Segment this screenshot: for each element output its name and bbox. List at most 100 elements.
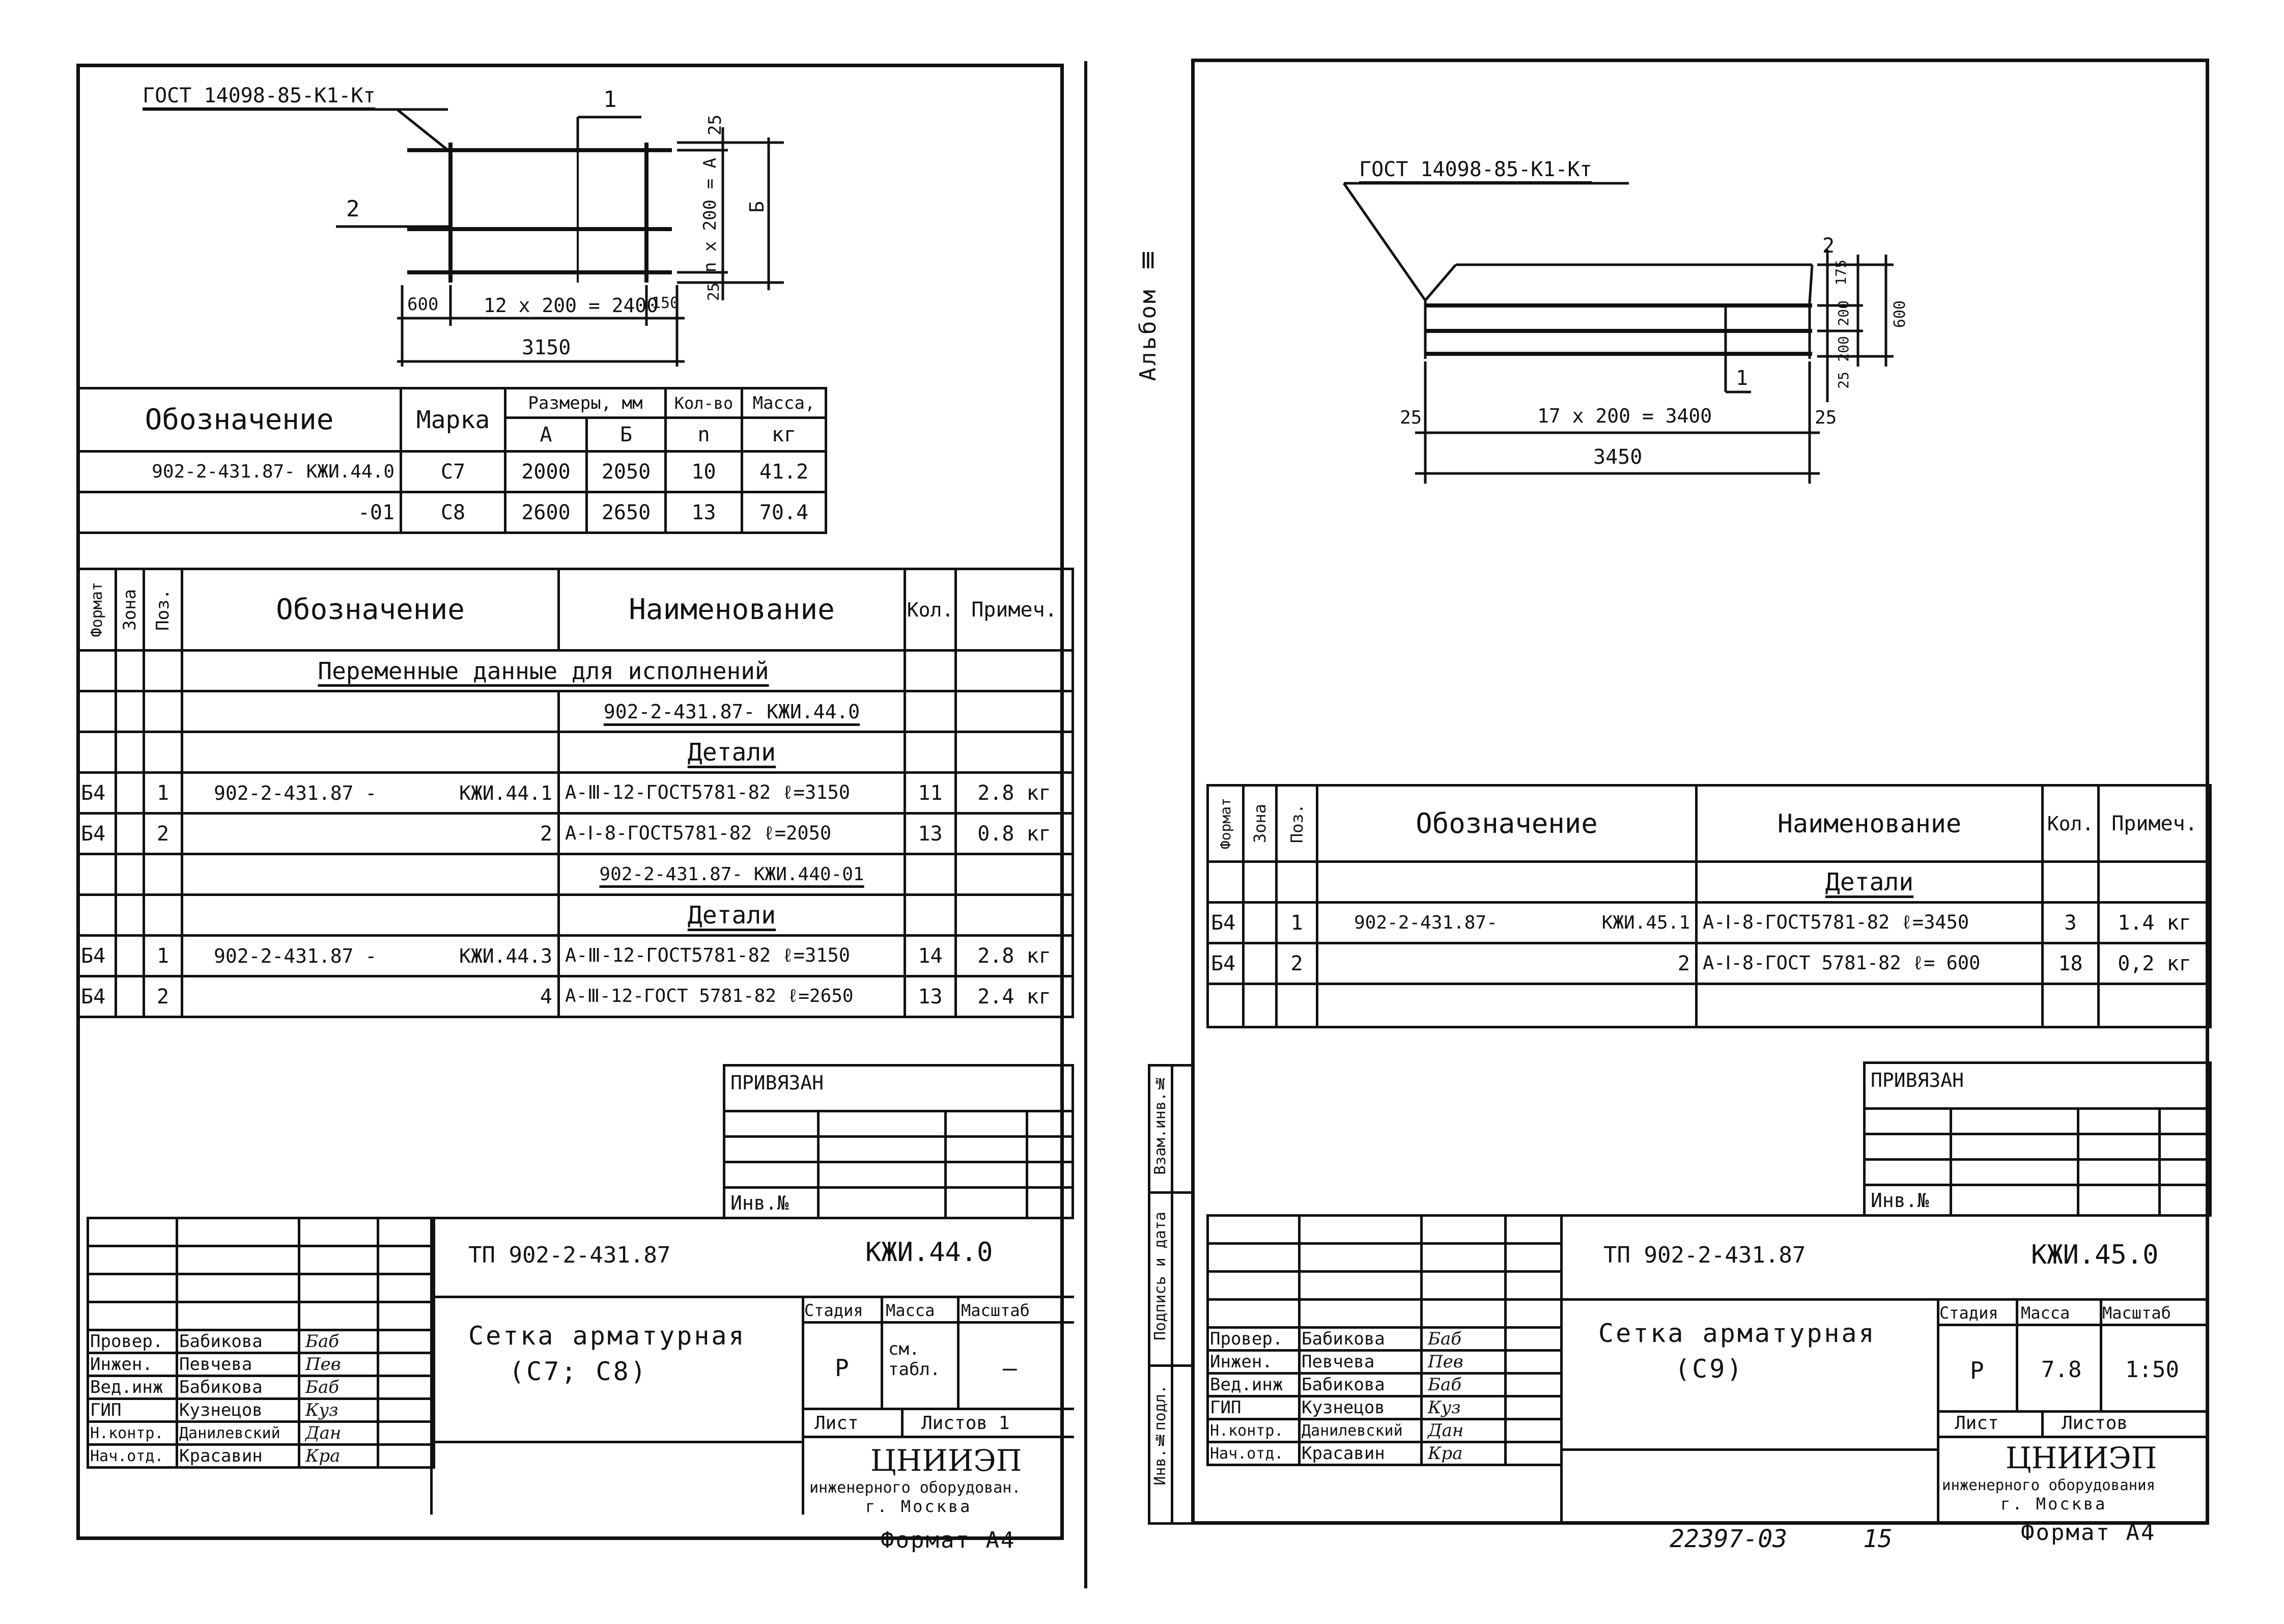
left-spec-det1: Детали	[687, 738, 776, 767]
left-stamp-listov: Листов 1	[921, 1413, 1010, 1434]
right-spec-h-naim: Наименование	[1695, 784, 2044, 863]
right-doc-no: 22397-03	[1670, 1525, 1788, 1553]
left-role-3: ГИП	[87, 1397, 178, 1423]
left-inv-label: Инв.№	[723, 1186, 820, 1219]
left-role-1: Инжен.	[87, 1352, 178, 1377]
left-spec-r3-o1: 902-2-431.87 -	[214, 944, 377, 967]
left-marks-r1-n: 10	[664, 450, 744, 493]
right-dim-200a: 200	[1835, 300, 1852, 326]
left-marks-r2-oboz: -01	[76, 491, 402, 534]
left-marks-r2-b: 2650	[585, 491, 667, 534]
left-sig-1: Пев	[298, 1352, 379, 1377]
left-sig-4: Дан	[298, 1420, 379, 1446]
left-spec-sec1: 902-2-431.87- КЖИ.44.0	[603, 700, 860, 723]
left-stamp-masshtab-v: —	[1003, 1354, 1017, 1382]
right-privyazan-label: ПРИВЯЗАН	[1863, 1061, 2212, 1110]
left-stamp-stadia: Стадия	[804, 1301, 863, 1320]
right-pos1-label: 1	[1736, 367, 1749, 390]
left-privyazan-label: ПРИВЯЗАН	[722, 1064, 1075, 1112]
right-dim-total: 3450	[1593, 445, 1643, 469]
right-stamp-title2: (С9)	[1675, 1354, 1744, 1384]
left-spec-h-prim: Примеч.	[954, 568, 1074, 652]
right-sheet-no: 15	[1863, 1525, 1893, 1553]
left-sig-3: Куз	[298, 1397, 379, 1423]
left-marks-r2-m: 70.4	[741, 491, 828, 534]
left-stamp-title1: Сетка арматурная	[468, 1321, 746, 1351]
left-sig-2: Баб	[298, 1375, 379, 1400]
table-row: Б4 1 902-2-431.87-КЖИ.45.1 А-Ⅰ-8-ГОСТ578…	[1206, 901, 2212, 944]
right-name-5: Красавин	[1298, 1441, 1423, 1466]
left-spec-var-title: Переменные данные для исполнений	[318, 657, 769, 685]
left-marks-r1-marka: С7	[400, 450, 506, 493]
left-stamp-title2: (С7; С8)	[509, 1357, 648, 1386]
right-privyazan-block: ПРИВЯЗАН Инв.№	[1863, 1061, 2212, 1217]
right-name-0: Бабикова	[1298, 1326, 1423, 1352]
right-stamp-org1: ЦНИИЭП	[2006, 1441, 2157, 1475]
right-stamp-org2: инженерного оборудования	[1942, 1476, 2156, 1494]
left-spec-r1-k: 11	[904, 771, 957, 815]
left-mesh-svg	[143, 108, 784, 367]
left-spec-h-oboz: Обозначение	[181, 568, 560, 652]
right-stamp-stadia: Стадия	[1939, 1303, 1998, 1323]
left-name-5: Красавин	[176, 1443, 300, 1469]
right-inv-label: Инв.№	[1863, 1184, 1952, 1217]
right-spec-det: Детали	[1825, 867, 1914, 897]
right-role-5: Нач.отд.	[1206, 1441, 1301, 1466]
left-pos1-label: 1	[603, 87, 617, 113]
right-dim-25l: 25	[1400, 407, 1422, 428]
left-stamp-masshtab: Масштаб	[961, 1301, 1030, 1320]
right-stamp-masshtab-v: 1:50	[2125, 1357, 2179, 1383]
left-spec-r4-f: Б4	[76, 975, 117, 1018]
left-spec-r2-k: 13	[904, 812, 957, 855]
right-role-0: Провер.	[1206, 1326, 1301, 1352]
left-spec-r1-pr: 2.8 кг	[954, 771, 1074, 815]
left-spec-r1-p: 1	[143, 771, 183, 815]
left-gost-label: ГОСТ 14098-85-К1-Кт	[143, 84, 376, 107]
right-gost-label: ГОСТ 14098-85-К1-Кт	[1359, 158, 1592, 181]
left-spec-h-kol: Кол.	[904, 568, 957, 652]
left-spec-det2: Детали	[687, 901, 776, 930]
left-spec-r1-f: Б4	[76, 771, 117, 815]
left-stamp-massa-v: см. табл.	[888, 1339, 941, 1380]
right-name-3: Кузнецов	[1298, 1395, 1423, 1420]
left-dim-150: 150	[652, 294, 680, 312]
left-role-4: Н.контр.	[87, 1420, 178, 1446]
left-spec-r4-k: 13	[904, 975, 957, 1018]
left-marks-h-a: А	[504, 416, 588, 453]
left-spec-r1-o2: КЖИ.44.1	[459, 781, 552, 804]
left-spec-h-naim: Наименование	[557, 568, 906, 652]
left-spec-r3-p: 1	[143, 934, 183, 977]
left-spec-r3-f: Б4	[76, 934, 117, 977]
right-dim-25r: 25	[1815, 407, 1837, 428]
right-stamp-tp: ТП 902-2-431.87	[1603, 1242, 1806, 1268]
left-stamp-massa: Масса	[886, 1301, 935, 1320]
left-marks-r1-a: 2000	[504, 450, 588, 493]
table-row: Б4 2 2 А-Ⅰ-8-ГОСТ5781-82 ℓ=2050 13 0.8 к…	[76, 812, 1074, 855]
left-role-5: Нач.отд.	[87, 1443, 178, 1469]
left-marks-r2-a: 2600	[504, 491, 588, 534]
left-marks-table: Обозначение Марка Размеры, мм Кол-во Мас…	[76, 387, 828, 534]
left-spec-r2-p: 2	[143, 812, 183, 855]
right-dim-mid: 17 x 200 = 3400	[1537, 405, 1712, 427]
left-spec-r1-n: А-Ⅲ-12-ГОСТ5781-82 ℓ=3150	[557, 771, 906, 815]
left-dim-mid: 12 x 200 = 2400	[484, 294, 659, 317]
right-name-2: Бабикова	[1298, 1372, 1423, 1397]
table-row: Б4 1 902-2-431.87 -КЖИ.44.1 А-Ⅲ-12-ГОСТ5…	[76, 771, 1074, 815]
left-marks-r1-b: 2050	[585, 450, 667, 493]
right-side-podpis: Подпись и дата	[1151, 1212, 1169, 1340]
right-sig-1: Пев	[1420, 1349, 1507, 1375]
right-spec-h-kol: Кол.	[2041, 784, 2100, 863]
left-marks-r1-oboz: 902-2-431.87- КЖИ.44.0	[76, 450, 402, 493]
left-name-2: Бабикова	[176, 1375, 300, 1400]
right-side-vzam: Взам.инв.№	[1151, 1074, 1169, 1175]
left-marks-r1-m: 41.2	[741, 450, 828, 493]
right-spec-r2-pr: 0,2 кг	[2097, 942, 2212, 985]
left-marks-h-massa: Масса,	[741, 387, 828, 419]
